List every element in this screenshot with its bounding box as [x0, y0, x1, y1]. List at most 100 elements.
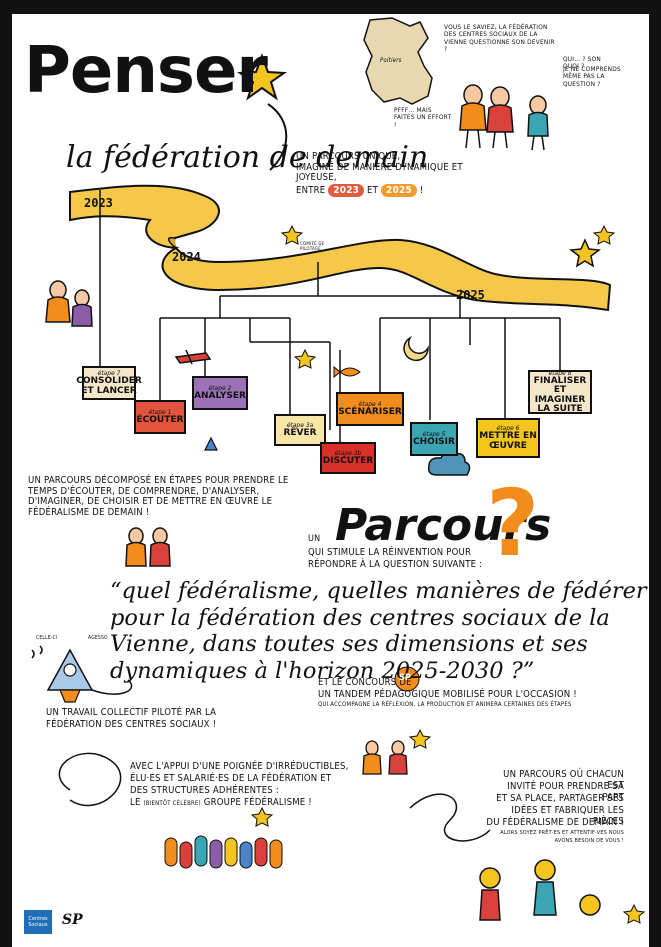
stage-choisir-num: étape 5 — [422, 430, 446, 438]
invite-line-3: et sa place, partager ses — [496, 793, 624, 804]
intro-line-3: entre 2023 et 2025 ! — [296, 183, 506, 198]
invite-line-5: du fédéralisme de demain ! — [486, 817, 624, 828]
sp-footer-logo: SP — [62, 912, 83, 928]
stage-finaliser: étape 8 Finaliser et imaginer la suite — [528, 370, 592, 414]
parcours-title: Parcours — [335, 500, 552, 551]
appui-line-4-suffix: groupe fédéralisme ! — [203, 797, 312, 808]
appui-line-1: Avec l'appui d'une poignée d'irréductibl… — [130, 761, 349, 772]
top-border — [0, 0, 661, 14]
concours-star-icon — [408, 728, 432, 749]
concours-line-1: Et le concours de — [318, 677, 412, 688]
parcours-line-1: qui stimule la réinvention pour — [308, 547, 472, 558]
appui-line-4-small: (bientôt célèbre) — [143, 800, 201, 807]
squiggle-right — [409, 793, 491, 842]
stage-discuter: étape 3b Discuter — [320, 442, 376, 474]
stage-scenariser: étape 4 Scénariser — [336, 392, 404, 426]
intro-line-1: Un parcours unique, — [296, 151, 401, 162]
stage-rever: étape 3a Rêver — [274, 414, 326, 446]
stage-choisir-label: Choisir — [413, 436, 455, 447]
right-border — [649, 0, 661, 947]
small-rocket-icon — [204, 436, 218, 451]
mobile-star-icon — [293, 348, 317, 369]
stage-finaliser-label: Finaliser et imaginer la suite — [533, 375, 587, 414]
steps-paragraph: Un parcours décomposé en étapes pour pre… — [28, 475, 289, 518]
stage-discuter-num: étape 3b — [334, 449, 362, 457]
fish-icon — [333, 365, 361, 379]
rocket-label-left: Celle-ci — [36, 635, 58, 641]
page-subtitle: la fédération de demain — [66, 140, 429, 175]
map-city-label: Poitiers — [380, 57, 402, 64]
moon-icon — [403, 335, 429, 362]
stage-consolider-num: étape 7 — [97, 370, 121, 378]
stage-mettre-label: Mettre en œuvre — [479, 431, 537, 451]
mobile-label: Comité de pilotage — [300, 242, 325, 253]
parcours-line-2: répondre à la question suivante : — [308, 559, 483, 570]
intro-text: Un parcours unique, imaginé de manière d… — [296, 151, 506, 198]
mobile-structure — [99, 190, 561, 445]
timeline-year-2023: 2023 — [84, 196, 113, 210]
collectif-line-1: Un travail collectif piloté par la — [46, 707, 217, 718]
question-bubble: Vous le saviez, la fédération des centre… — [444, 23, 555, 53]
stage-analyser-label: Analyser — [194, 390, 246, 401]
left-border — [0, 0, 12, 947]
characters-top-right — [459, 84, 549, 151]
concours-sp-logo: SP — [399, 673, 412, 683]
concours-line-3: Qui accompagne la réflexion, la producti… — [318, 701, 572, 708]
invite-line-6: Alors soyez prêt·es et attentif·ves nous — [500, 830, 624, 836]
main-question-quote: “quel fédéralisme, quelles manières de f… — [110, 578, 647, 684]
sp-logo-circle — [394, 666, 420, 692]
big-rocket-icon — [46, 648, 133, 703]
vienne-map-icon — [363, 17, 433, 105]
ribbon-star-icon — [280, 224, 304, 245]
appui-line-2: élu·es et salarié·es de la fédération et — [130, 773, 332, 784]
stage-rever-label: Rêver — [283, 427, 317, 438]
stage-analyser-num: étape 2 — [208, 384, 232, 392]
reply-bubble-1: Qui… ? Son quoi ? — [563, 55, 601, 71]
lightbulb-characters — [479, 859, 601, 921]
stage-choisir: étape 5 Choisir — [410, 422, 458, 456]
sky-star-icon — [569, 238, 601, 268]
reply-bubble-left: Pfff… mais faites un effort ! — [394, 106, 452, 129]
title-swoosh — [267, 103, 288, 171]
stage-scenariser-label: Scénariser — [338, 406, 402, 417]
intro-line-3-suffix: ! — [419, 184, 424, 196]
collectif-line-2: fédération des centres sociaux ! — [46, 719, 217, 730]
concours-line-2: Un tandem pédagogique mobilisé pour l'oc… — [318, 689, 577, 700]
characters-left-pair — [45, 280, 93, 327]
stage-consolider-label: Consolider et lancer — [76, 376, 142, 396]
appui-line-4-prefix: le — [130, 797, 141, 808]
stage-rever-num: étape 3a — [286, 421, 314, 429]
appui-line-3: des structures adhérentes : — [130, 785, 279, 796]
crowd-star-icon — [250, 806, 274, 827]
bottom-star-icon — [622, 903, 646, 924]
stage-ecouter: étape 1 Écouter — [134, 400, 186, 434]
year-pill-2023: 2023 — [328, 183, 365, 198]
timeline-year-2025: 2025 — [456, 288, 485, 302]
stage-scenariser-num: étape 4 — [358, 400, 382, 408]
appui-line-4: le (bientôt célèbre) groupe fédéralisme … — [130, 797, 312, 809]
crowd-icon — [164, 835, 283, 869]
quote-marks — [31, 645, 43, 659]
invite-line-4: idées et fabriquer les pièces — [511, 805, 624, 827]
parcours-prefix: Un — [308, 534, 321, 544]
title-star-icon — [237, 53, 287, 101]
intro-line-3-mid: et — [367, 184, 379, 196]
intro-line-2: imaginé de manière dynamique et joyeuse, — [296, 161, 463, 184]
reply-bubble-2: Je ne comprends même pas la question ? — [563, 65, 621, 88]
characters-parcours — [125, 527, 171, 567]
year-pill-2025: 2025 — [381, 183, 417, 198]
airplane-icon — [174, 349, 212, 365]
timeline-ribbon — [69, 184, 612, 312]
stage-consolider: étape 7 Consolider et lancer — [76, 366, 142, 400]
squiggle-left — [58, 752, 122, 807]
stage-ecouter-label: Écouter — [136, 414, 184, 425]
stage-discuter-label: Discuter — [322, 455, 374, 466]
invite-line-1: Un parcours où chacun est — [503, 769, 624, 791]
timeline-year-2024: 2024 — [172, 250, 201, 264]
characters-concours — [362, 740, 408, 775]
invite-line-2: invité pour prendre sa part — [507, 781, 624, 803]
page-title: Penser — [24, 34, 268, 108]
sky-star-small-icon — [592, 224, 616, 245]
